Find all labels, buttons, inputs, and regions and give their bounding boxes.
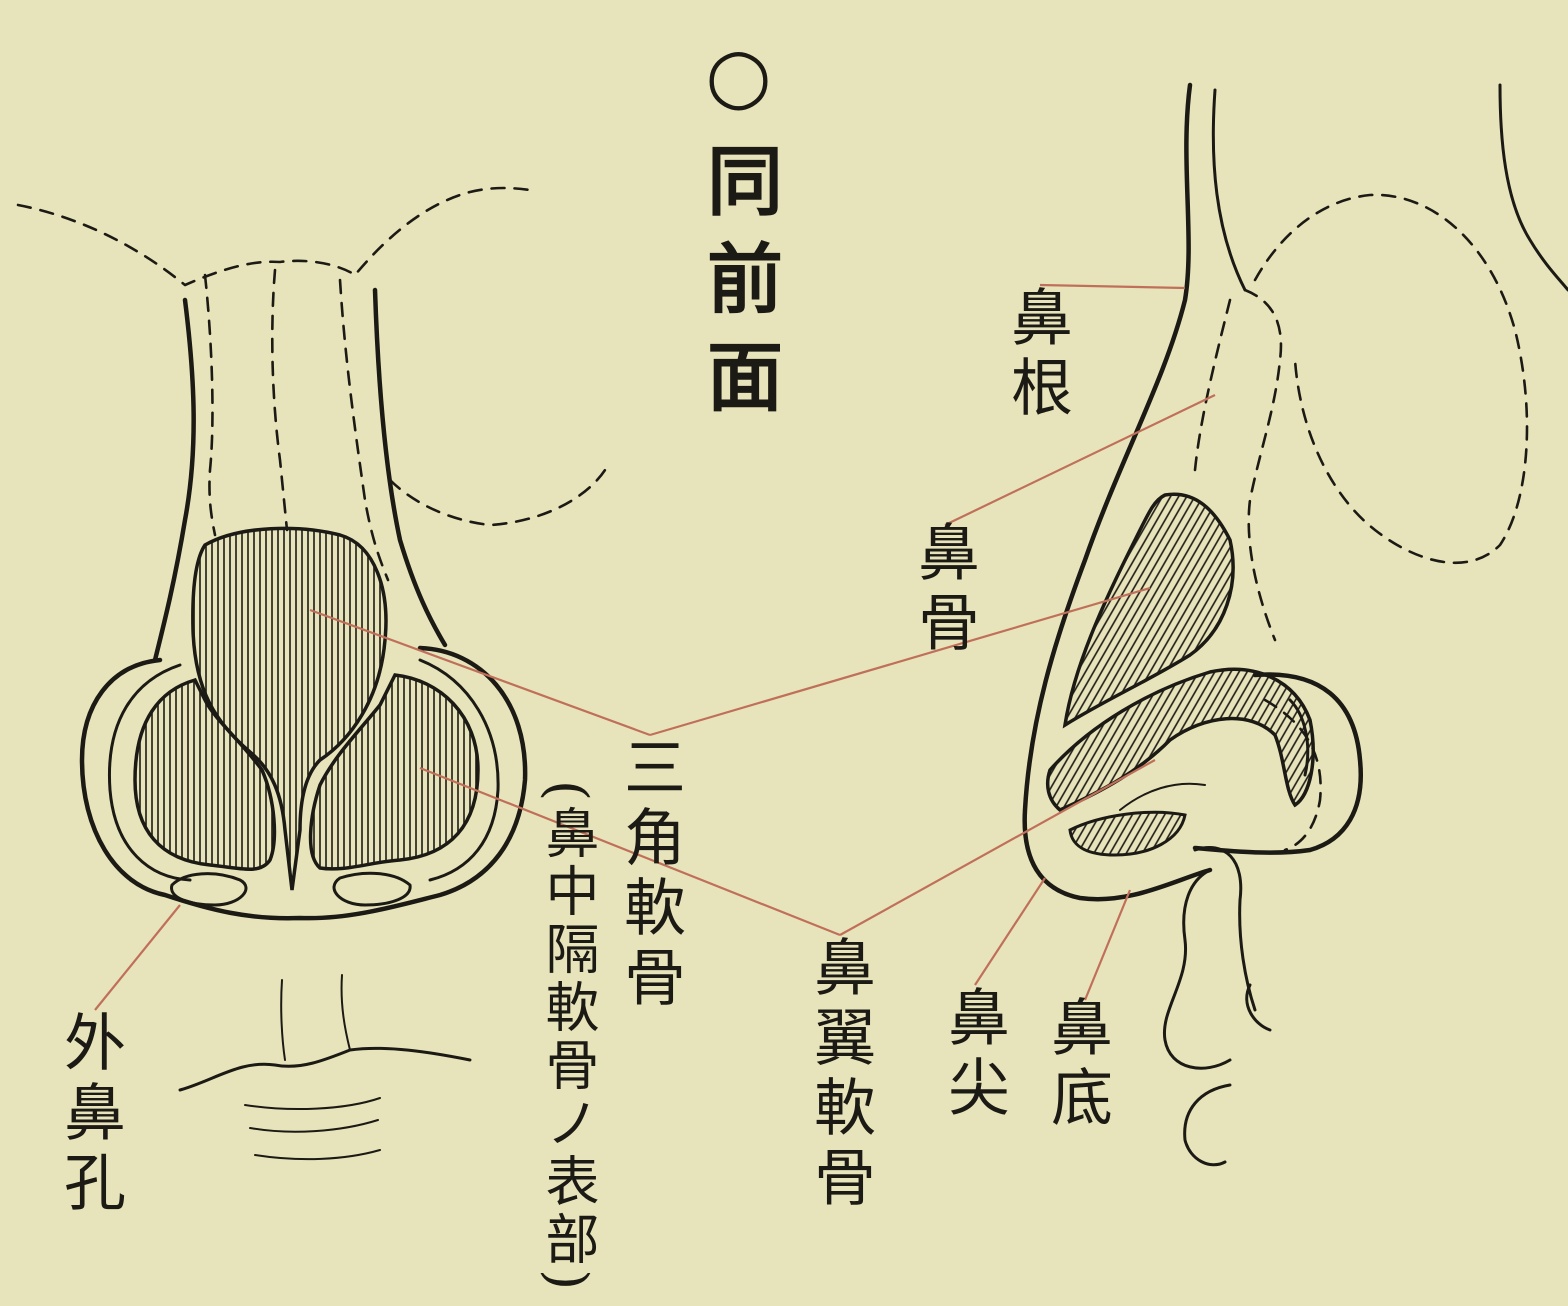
side-forehead-curve: [1500, 85, 1568, 290]
leader-nasal-base: [1085, 890, 1130, 1000]
side-cartilage-guide: [1245, 290, 1281, 640]
leader-nasal-tip: [975, 878, 1045, 985]
label-external-nostril: 外鼻孔: [58, 1010, 120, 1220]
front-nostril-right: [334, 873, 410, 905]
front-nostril-left: [172, 874, 246, 905]
side-eye-outline: [1255, 195, 1527, 563]
front-eye-socket: [390, 470, 605, 525]
side-bridge-inner: [1213, 90, 1245, 290]
front-chin-line: [255, 1150, 380, 1159]
label-nasal-tip: 鼻尖: [942, 985, 1004, 1125]
side-lip-profile: [1164, 870, 1230, 1068]
leader-external-nostril: [95, 905, 180, 1010]
front-philtrum-right: [342, 975, 350, 1050]
label-nasal-root: 鼻根: [1005, 285, 1067, 425]
front-lower-lip-2: [250, 1120, 378, 1132]
front-philtrum-left: [281, 980, 285, 1060]
label-nasal-bone: 鼻骨: [912, 520, 974, 660]
figure-title: ○同前面: [700, 30, 776, 435]
front-bridge-midline: [272, 270, 287, 530]
label-alar-cartilage: 鼻翼軟骨: [808, 935, 870, 1215]
label-triangular-cartilage: 三角軟骨: [618, 735, 680, 1015]
front-bridge-right: [375, 290, 445, 645]
label-nasal-base: 鼻底: [1045, 995, 1107, 1135]
side-nostril-crease: [1120, 784, 1205, 810]
front-bridge-inner-left: [205, 275, 215, 535]
front-lower-lip-1: [245, 1098, 380, 1109]
side-chin-lower: [1185, 1085, 1230, 1165]
front-bridge-inner-right: [340, 280, 388, 580]
label-septal-cartilage-note: (鼻中隔軟骨ノ表部): [540, 780, 594, 1294]
front-bridge-left: [155, 300, 194, 660]
side-cartilage-guide-2: [1195, 300, 1230, 470]
front-upper-lip: [180, 1048, 470, 1090]
side-nostril: [1070, 812, 1185, 855]
